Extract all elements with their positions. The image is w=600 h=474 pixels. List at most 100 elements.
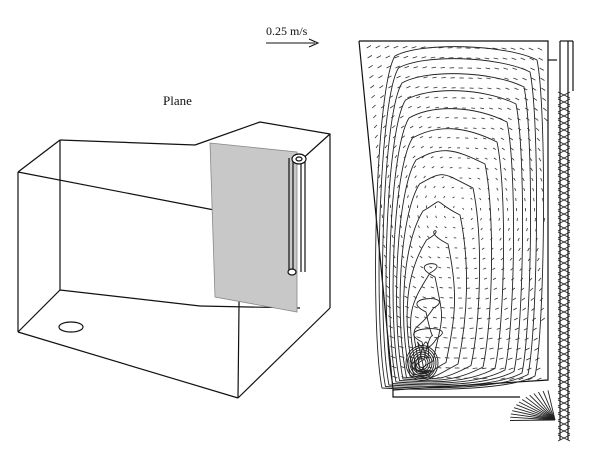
jet-vector <box>557 301 571 309</box>
velocity-vector <box>513 307 518 311</box>
velocity-vector <box>391 224 393 229</box>
jet-vector <box>557 168 571 176</box>
velocity-vector <box>414 76 419 79</box>
velocity-vector <box>481 237 484 241</box>
velocity-vector <box>419 135 424 139</box>
velocity-vector <box>510 267 514 271</box>
velocity-vector <box>387 305 392 309</box>
jet-vector <box>547 390 556 421</box>
velocity-vector <box>511 157 515 161</box>
velocity-vector <box>387 174 390 179</box>
velocity-vector <box>473 137 478 139</box>
velocity-vector <box>439 156 443 159</box>
velocity-vector <box>541 317 546 322</box>
velocity-vector <box>390 345 395 349</box>
velocity-vector <box>526 237 529 242</box>
velocity-vector <box>506 197 508 201</box>
velocity-vector <box>386 164 389 169</box>
velocity-vector <box>524 197 526 202</box>
velocity-vector <box>497 97 502 100</box>
velocity-vector <box>507 347 512 350</box>
velocity-vector <box>442 87 447 89</box>
velocity-vector <box>470 217 473 221</box>
velocity-vector <box>376 154 380 159</box>
velocity-vector <box>385 275 389 279</box>
velocity-vector <box>529 277 533 281</box>
streamlines <box>375 46 545 390</box>
velocity-vector <box>371 94 376 99</box>
velocity-vector <box>405 75 410 79</box>
velocity-vector <box>483 147 488 150</box>
velocity-vector <box>434 195 437 199</box>
velocity-vector <box>428 376 434 379</box>
velocity-vector <box>516 217 518 222</box>
jet-vector <box>512 410 556 421</box>
velocity-vector <box>495 77 500 80</box>
velocity-vector <box>522 177 525 182</box>
velocity-vector <box>525 357 531 361</box>
jet-vector <box>510 416 556 421</box>
velocity-vector <box>487 187 490 191</box>
velocity-vector <box>486 317 491 320</box>
velocity-vector <box>514 87 519 91</box>
velocity-vector <box>518 377 524 381</box>
velocity-vector <box>532 327 537 331</box>
velocity-vector <box>437 136 442 139</box>
velocity-vector <box>498 217 500 221</box>
velocity-vector <box>492 267 496 271</box>
jet-vector <box>557 420 571 428</box>
velocity-vector <box>537 147 541 152</box>
velocity-vector <box>522 317 528 321</box>
velocity-vector <box>488 97 493 100</box>
velocity-vector <box>516 357 522 361</box>
velocity-vector <box>409 245 413 249</box>
velocity-vector <box>405 315 410 319</box>
jet-vector <box>533 393 556 421</box>
velocity-vector <box>408 215 410 219</box>
velocity-vector <box>432 76 437 79</box>
velocity-vector <box>413 165 417 169</box>
jet-vector <box>557 343 571 351</box>
jet-vector <box>557 259 571 267</box>
velocity-vector <box>435 357 441 359</box>
velocity-vector <box>380 95 385 99</box>
velocity-vector <box>444 215 446 219</box>
velocity-vector <box>483 277 488 280</box>
velocity-vector <box>536 257 540 262</box>
velocity-vector <box>495 317 500 320</box>
velocity-vector <box>505 327 510 331</box>
velocity-vector <box>477 177 481 180</box>
velocity-vector <box>395 295 400 299</box>
streamline <box>389 108 515 384</box>
velocity-vector <box>433 326 438 329</box>
jet-vector <box>557 203 571 211</box>
velocity-vector <box>507 217 509 221</box>
velocity-vector <box>528 147 532 151</box>
velocity-vector <box>519 147 523 151</box>
velocity-vector <box>513 317 518 321</box>
velocity-vector <box>385 154 389 159</box>
velocity-vector <box>482 137 487 140</box>
velocity-vector <box>509 247 512 251</box>
velocity-vector <box>489 357 495 360</box>
velocity-vector <box>420 145 424 149</box>
velocity-vector <box>419 376 425 379</box>
velocity-vector <box>539 167 542 172</box>
velocity-vector <box>531 77 536 81</box>
velocity-vector <box>431 66 437 69</box>
velocity-vector <box>402 145 406 149</box>
jet-vector <box>557 154 571 162</box>
velocity-vector <box>484 287 489 290</box>
velocity-vector <box>377 65 382 69</box>
velocity-vector <box>485 167 489 170</box>
jet-vector <box>557 98 571 106</box>
velocity-vector <box>514 327 519 331</box>
velocity-vector <box>447 147 452 149</box>
velocity-vector <box>517 127 522 131</box>
velocity-vector <box>437 377 443 379</box>
velocity-vector <box>489 347 494 350</box>
velocity-vector <box>528 47 534 51</box>
streamline <box>392 128 505 383</box>
velocity-vector <box>435 346 440 349</box>
velocity-vector <box>420 46 426 49</box>
